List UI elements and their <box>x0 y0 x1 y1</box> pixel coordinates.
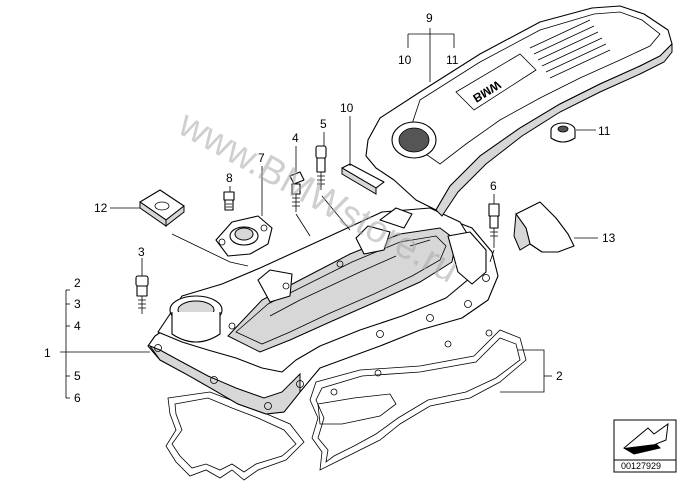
label-8: 8 <box>226 171 233 185</box>
label-13: 13 <box>602 231 616 245</box>
bolt-8 <box>223 191 235 211</box>
label-3-stack: 3 <box>74 297 81 311</box>
label-6-stack: 6 <box>74 391 81 405</box>
reference-lines <box>171 195 495 267</box>
sensor-bolt-5 <box>315 145 327 190</box>
arrow-icon <box>623 422 669 455</box>
stack-ticks <box>66 303 70 377</box>
label-4: 4 <box>292 131 299 145</box>
label-12: 12 <box>94 201 108 215</box>
grommet-part <box>550 122 576 143</box>
label-3: 3 <box>138 245 145 259</box>
doc-number: 00127929 <box>621 461 661 471</box>
label-2-stack: 2 <box>74 276 81 290</box>
doc-number-box: 00127929 <box>613 419 677 473</box>
leader-lines <box>60 28 598 399</box>
label-7: 7 <box>258 151 265 165</box>
valve-cover-part <box>147 207 499 415</box>
cap-part <box>139 189 185 228</box>
label-4-stack: 4 <box>74 319 81 333</box>
callout-labels: 9 10 11 11 10 5 4 7 8 6 12 13 3 2 3 4 1 … <box>44 11 616 405</box>
engine-cover-part: BMW <box>365 5 673 217</box>
label-1: 1 <box>44 346 51 360</box>
label-10-top: 10 <box>398 53 412 67</box>
label-11-top: 11 <box>446 53 459 67</box>
label-2-right: 2 <box>556 369 563 383</box>
bracket-part <box>513 201 575 253</box>
label-5-stack: 5 <box>74 369 81 383</box>
label-10: 10 <box>340 101 354 115</box>
label-11: 11 <box>598 124 611 138</box>
label-5: 5 <box>320 117 327 131</box>
bolt-4 <box>289 171 305 212</box>
gasket-part <box>165 329 527 481</box>
seal-strip-part <box>341 163 385 195</box>
label-6: 6 <box>490 179 497 193</box>
label-9: 9 <box>426 11 433 25</box>
bolt-3 <box>135 275 149 314</box>
sensor-6 <box>488 203 500 248</box>
flange-part <box>215 215 273 257</box>
